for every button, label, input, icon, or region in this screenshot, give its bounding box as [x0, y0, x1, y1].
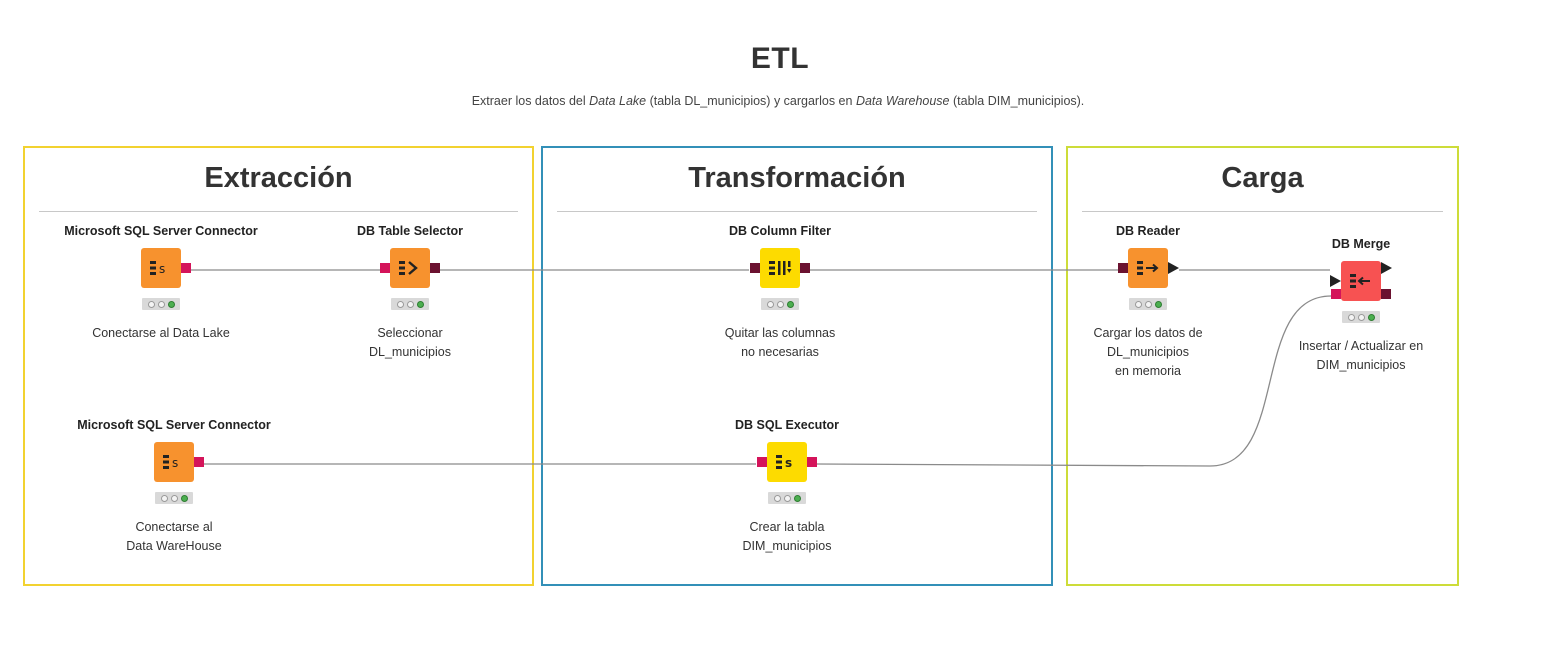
output-port[interactable]	[807, 457, 817, 467]
node-title: DB Column Filter	[728, 224, 832, 238]
node-description[interactable]: Quitar las columnas no necesarias	[724, 326, 836, 359]
subtitle-text-2: (tabla DL_municipios) y cargarlos en	[646, 94, 856, 108]
svg-text:s: s	[172, 456, 178, 470]
db-column-filter-icon[interactable]	[760, 248, 800, 288]
svg-text:s: s	[785, 456, 792, 470]
node-db-reader[interactable]: DB Reader Cargar los datos de DL_municip…	[1028, 224, 1268, 381]
output-port[interactable]	[800, 263, 810, 273]
output-port-table[interactable]	[1381, 262, 1392, 274]
subtitle-data-warehouse: Data Warehouse	[855, 94, 950, 108]
node-title: DB SQL Executor	[735, 418, 839, 432]
connection-executor-merge[interactable]	[816, 295, 1332, 467]
page-title: ETL	[750, 42, 810, 75]
node-status-indicator	[1129, 298, 1167, 310]
db-table-selector-icon[interactable]	[390, 248, 430, 288]
db-sql-executor-icon[interactable]: s	[767, 442, 807, 482]
node-db-table-selector[interactable]: DB Table Selector Seleccionar DL_municip…	[290, 224, 530, 362]
output-port-table[interactable]	[1168, 262, 1179, 274]
node-status-indicator	[761, 298, 799, 310]
node-description[interactable]: Seleccionar DL_municipios	[369, 326, 451, 359]
subtitle-text-3: (tabla DIM_municipios).	[949, 94, 1085, 108]
svg-text:s: s	[159, 262, 165, 276]
output-port[interactable]	[430, 263, 440, 273]
node-title: DB Table Selector	[356, 224, 464, 238]
section-title-extraction: Extracción	[204, 162, 353, 194]
section-transformation[interactable]: Transformación	[541, 146, 1053, 586]
db-merge-icon[interactable]	[1341, 261, 1381, 301]
section-divider	[39, 211, 518, 212]
node-status-indicator	[155, 492, 193, 504]
db-connector-icon[interactable]: s	[141, 248, 181, 288]
node-status-indicator	[142, 298, 180, 310]
section-divider	[1082, 211, 1443, 212]
subtitle-data-lake: Data Lake	[589, 94, 647, 108]
node-sql-connector-datalake[interactable]: Microsoft SQL Server Connector s Conecta…	[41, 224, 281, 343]
node-title: DB Merge	[1331, 237, 1391, 251]
input-port-table[interactable]	[1330, 275, 1341, 287]
node-title: DB Reader	[1116, 224, 1180, 238]
db-connector-icon[interactable]: s	[154, 442, 194, 482]
node-status-indicator	[1342, 311, 1380, 323]
db-reader-icon[interactable]	[1128, 248, 1168, 288]
node-description[interactable]: Crear la tabla DIM_municipios	[742, 520, 832, 553]
input-port[interactable]	[750, 263, 760, 273]
section-load[interactable]: Carga	[1066, 146, 1459, 586]
node-description[interactable]: Cargar los datos de DL_municipios en mem…	[1093, 326, 1203, 378]
node-title: Microsoft SQL Server Connector	[64, 224, 258, 238]
output-port[interactable]	[194, 457, 204, 467]
input-port[interactable]	[757, 457, 767, 467]
input-port[interactable]	[1118, 263, 1128, 273]
node-db-sql-executor[interactable]: DB SQL Executor s Crear la tabla DIM_mun…	[667, 418, 907, 556]
node-description[interactable]: Conectarse al Data Lake	[92, 326, 230, 340]
node-title: Microsoft SQL Server Connector	[77, 418, 271, 432]
node-db-column-filter[interactable]: DB Column Filter Quitar las columnas no …	[660, 224, 900, 362]
node-status-indicator	[391, 298, 429, 310]
section-extraction[interactable]: Extracción	[23, 146, 534, 586]
node-sql-connector-datawarehouse[interactable]: Microsoft SQL Server Connector s Conecta…	[54, 418, 294, 556]
input-port[interactable]	[380, 263, 390, 273]
node-status-indicator	[768, 492, 806, 504]
node-description[interactable]: Insertar / Actualizar en DIM_municipios	[1298, 339, 1424, 372]
section-title-load: Carga	[1221, 162, 1304, 194]
output-port[interactable]	[1381, 289, 1391, 299]
node-description[interactable]: Conectarse al Data WareHouse	[126, 520, 222, 553]
subtitle-text-1: Extraer los datos del	[471, 94, 590, 108]
page-subtitle: Extraer los datos del Data Lake (tabla D…	[0, 94, 1547, 108]
section-divider	[557, 211, 1037, 212]
output-port[interactable]	[181, 263, 191, 273]
node-db-merge[interactable]: DB Merge Insertar / Actualizar en DIM_mu…	[1241, 237, 1481, 375]
input-port[interactable]	[1331, 289, 1341, 299]
section-title-transformation: Transformación	[688, 162, 906, 194]
